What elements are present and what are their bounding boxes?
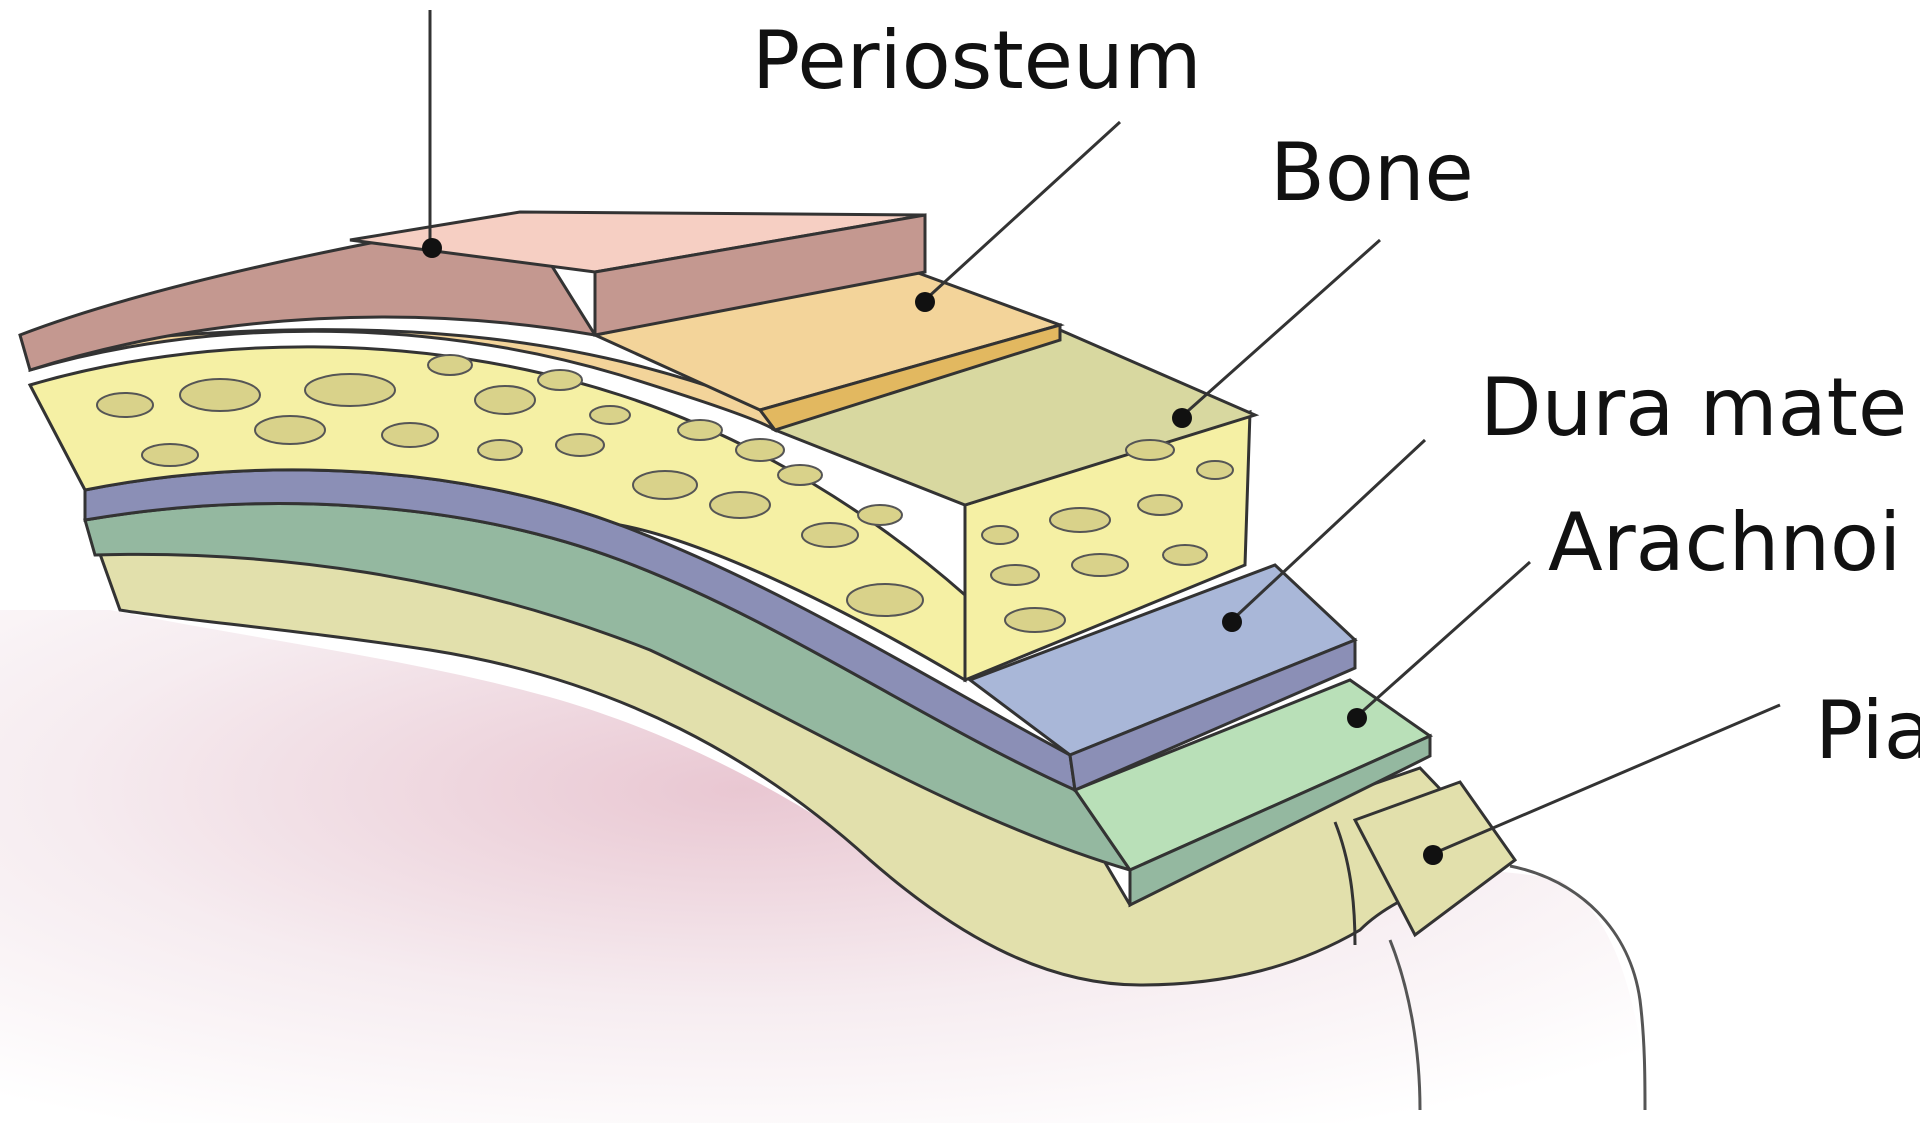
bone-dot [1172,408,1192,428]
pia-dot [1423,845,1443,865]
label-dura-mater: Dura mate [1480,361,1907,454]
arachnoid-leader [1355,562,1530,718]
label-bone: Bone [1270,126,1474,219]
dura-dot [1222,612,1242,632]
arachnoid-dot [1347,708,1367,728]
periosteum-leader [925,122,1120,300]
bone-leader [1180,240,1380,418]
dura-leader [1230,440,1425,622]
scalp-dot [422,238,442,258]
periosteum-dot [915,292,935,312]
label-pia: Pia [1815,684,1920,777]
pia-leader [1430,705,1780,855]
label-arachnoid: Arachnoi [1548,496,1901,589]
label-periosteum: Periosteum [752,14,1202,107]
